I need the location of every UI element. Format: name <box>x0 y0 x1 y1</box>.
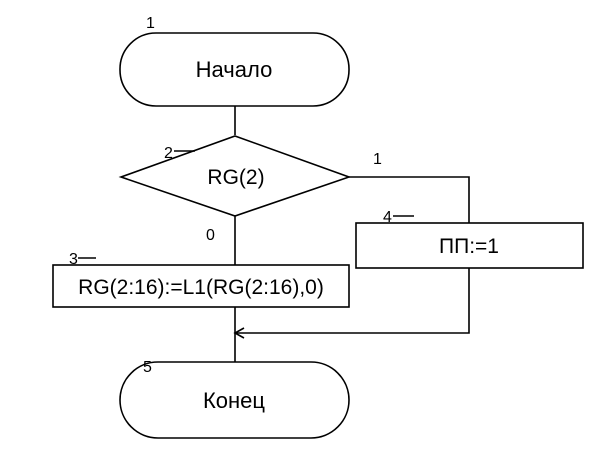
decision-false-label: 0 <box>206 227 215 244</box>
flag-process-label: ПП:=1 <box>439 235 499 258</box>
connector-block4-to-merge <box>235 268 470 334</box>
flag-process-number: 4 <box>383 209 392 226</box>
merge-arrow-icon <box>233 327 245 339</box>
decision-diamond <box>118 135 352 217</box>
shift-process-number: 3 <box>69 251 78 268</box>
end-number: 5 <box>143 359 152 376</box>
shift-process-block <box>52 264 350 308</box>
connector-decision-true-to-block4 <box>349 176 470 223</box>
end-terminator <box>119 361 350 439</box>
decision-label: RG(2) <box>207 166 264 189</box>
start-terminator <box>119 32 350 107</box>
start-label: Начало <box>196 57 273 82</box>
shift-process-label: RG(2:16):=L1(RG(2:16),0) <box>78 276 324 299</box>
decision-number: 2 <box>164 145 173 162</box>
decision-true-label: 1 <box>373 151 382 168</box>
start-number: 1 <box>146 15 155 32</box>
flag-process-block <box>355 222 584 269</box>
end-label: Конец <box>203 388 265 413</box>
